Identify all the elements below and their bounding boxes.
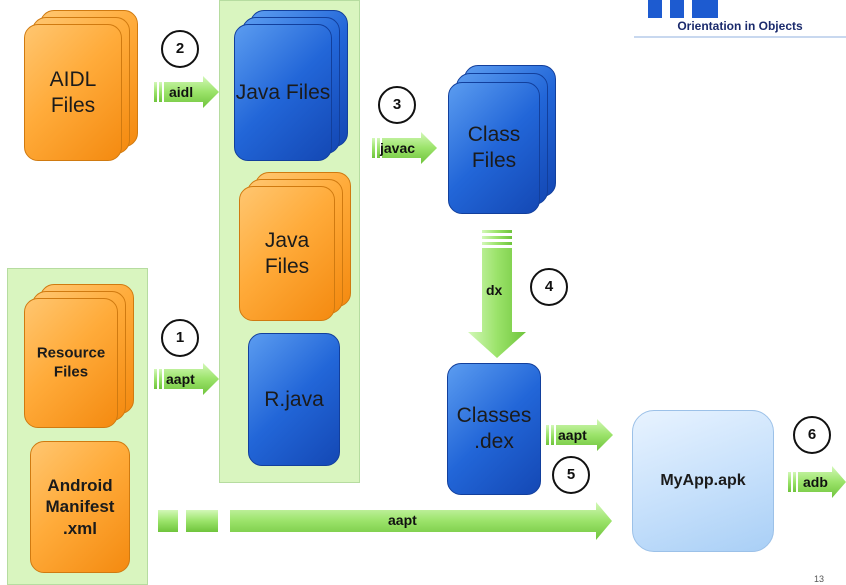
aapt-res-arrow xyxy=(154,363,219,395)
page-number: 13 xyxy=(814,574,825,584)
step-1-circle: 1 xyxy=(161,319,199,357)
class-files-card: Class Files xyxy=(448,82,540,214)
resource-files-label: Resource Files xyxy=(36,344,106,380)
java-files-1-card: Java Files xyxy=(234,24,332,161)
resource-files-card: Resource Files xyxy=(24,298,118,428)
java-files-1-label: Java Files xyxy=(235,80,331,104)
logo-mark-icon xyxy=(648,0,718,18)
javac-tool-label: javac xyxy=(380,140,416,156)
aidl-files-label: AIDL Files xyxy=(49,67,97,117)
step-2-circle: 2 xyxy=(161,30,199,68)
logo-text: Orientation in Objects xyxy=(677,19,803,33)
r-java-card: R.java xyxy=(248,333,340,466)
aidl-tool-label: aidl xyxy=(169,84,194,100)
step-4-circle: 4 xyxy=(530,268,568,306)
r-java-label: R.java xyxy=(264,387,324,411)
logo: Orientation in Objects xyxy=(634,0,846,38)
classes-dex-label: Classes .dex xyxy=(456,403,532,453)
aidl-files-card: AIDL Files xyxy=(24,24,122,161)
java-files-2-card: Java Files xyxy=(239,186,335,321)
java-files-2-label: Java Files xyxy=(264,228,310,278)
step-6-circle: 6 xyxy=(793,416,831,454)
aapt-manifest-arrow xyxy=(158,502,612,540)
dx-tool-label: dx xyxy=(486,282,503,298)
aapt-dex-tool-label: aapt xyxy=(558,427,587,443)
manifest-card: Android Manifest .xml xyxy=(30,441,130,573)
javac-arrow xyxy=(372,132,437,164)
adb-arrow xyxy=(788,466,846,498)
adb-tool-label: adb xyxy=(803,474,828,490)
step-5-circle: 5 xyxy=(552,456,590,494)
manifest-label: Android Manifest .xml xyxy=(45,476,115,538)
apk-card: MyApp.apk xyxy=(632,410,774,552)
dx-arrow xyxy=(468,230,526,358)
class-files-label: Class Files xyxy=(467,122,521,172)
aidl-arrow xyxy=(154,76,219,108)
aapt-dex-arrow xyxy=(546,419,613,451)
aapt-res-tool-label: aapt xyxy=(166,371,195,387)
apk-label: MyApp.apk xyxy=(660,472,746,489)
classes-dex-card: Classes .dex xyxy=(447,363,541,495)
aapt-manifest-tool-label: aapt xyxy=(388,512,417,528)
step-3-circle: 3 xyxy=(378,86,416,124)
